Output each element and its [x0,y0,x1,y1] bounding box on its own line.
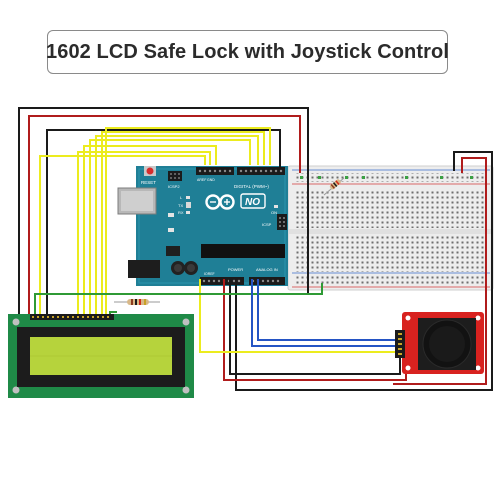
wire-black-inner [46,129,281,317]
gnd-top-label: GND [207,178,215,182]
wire-yellow-2 [83,145,217,317]
power-label: POWER [228,267,243,272]
wire-red-outer [28,115,301,317]
breadboard [287,165,494,291]
wire-yellow-3 [89,139,251,317]
wire-black-joystick [235,151,493,391]
ioref-label: IOREF [204,272,215,276]
icsp-label: ICSP [262,222,272,227]
uno-logo-text: NO [245,197,260,208]
wire-yellow-1 [77,151,211,317]
wire-black-power [229,279,401,375]
wire-green-1 [34,283,323,317]
wire-blue-vrx [251,279,401,347]
wire-black-outer [18,107,309,317]
digital-label: DIGITAL (PWM~) [234,184,269,189]
wire-yellow-4 [95,135,259,317]
analog-label: ANALOG IN [256,267,278,272]
on-label: ON [271,210,277,215]
atmega-chip-icon [201,244,285,258]
l-label: L [180,195,183,200]
diagram-title: 1602 LCD Safe Lock with Joystick Control [46,40,449,63]
arduino-logo-icon [205,194,235,210]
aref-label: AREF [197,178,206,182]
reset-label: RESET [141,180,156,185]
power-jack-icon [128,260,160,278]
tx-label: TX [178,203,183,208]
title-box: 1602 LCD Safe Lock with Joystick Control [46,30,449,74]
arduino-board: RESET ICSP2 AREF GND DIGITAL (PWM~) L TX… [117,166,288,286]
wire-red-joystick [393,157,487,385]
wire-yellow-5 [101,131,265,317]
resistor-breadboard-icon [323,177,345,196]
lcd-1602-module [8,314,194,398]
rx-label: RX [178,210,184,215]
wire-yellow-6 [105,127,271,317]
wire-yellow-switch [199,279,397,353]
wire-blue-vry [257,279,401,341]
resistor-lcd-icon [114,299,160,305]
icsp2-label: ICSP2 [168,184,180,189]
joystick-module [395,312,484,374]
wire-yellow-7 [39,155,206,317]
